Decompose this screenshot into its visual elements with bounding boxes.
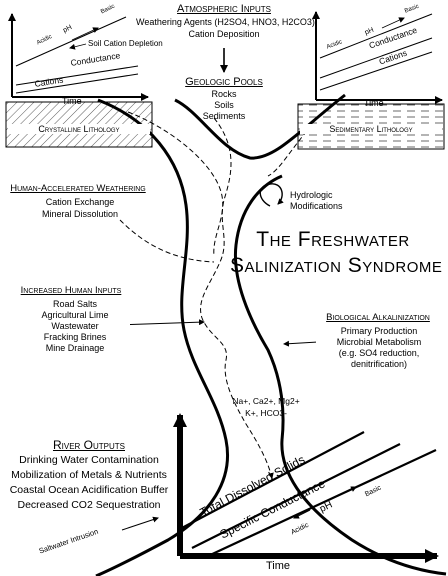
left-chart-soil-depletion: Soil Cation Depletion xyxy=(88,39,163,48)
flow-dashed-main xyxy=(200,117,274,479)
atmospheric-heading: Atmospheric Inputs xyxy=(177,3,271,15)
right-chart-conductance-line xyxy=(319,37,433,79)
river-left-bank xyxy=(95,98,229,576)
bottom-time-label: Time xyxy=(266,560,291,572)
left-chart-time: Time xyxy=(62,96,82,106)
specific-conductance-line xyxy=(191,443,401,549)
left-chart-ph-line xyxy=(15,16,127,67)
sedimentary-label: Sedimentary Lithology xyxy=(300,124,442,135)
tds-line xyxy=(177,431,365,531)
crystalline-label: Crystalline Lithology xyxy=(8,124,150,135)
human-inputs-item-0: Road Salts xyxy=(52,299,98,309)
bio-line2: Microbial Metabolism xyxy=(316,337,442,348)
left-chart-axes xyxy=(8,13,149,101)
human-inputs-item-3: Fracking Brines xyxy=(43,332,107,342)
right-chart-cations-line xyxy=(319,51,433,91)
river-outputs-item-2: Coastal Ocean Acidification Buffer xyxy=(9,484,169,496)
right-chart-time: Time xyxy=(364,98,384,108)
bio-heading: Biological Alkalinization xyxy=(326,312,430,323)
right-chart-ph-line xyxy=(319,13,433,59)
bottom-chart-axes xyxy=(173,413,439,563)
human-inputs-item-1: Agricultural Lime xyxy=(41,310,109,320)
bio-line3: (e.g. SO4 reduction, xyxy=(338,348,420,358)
diagram-title-line1: The Freshwater xyxy=(256,228,410,251)
flow-dashed-left xyxy=(127,111,224,257)
diagram-title-line2: Salinization Syndrome xyxy=(230,254,443,277)
ions-line2: K+, HCO3- xyxy=(245,408,287,418)
bottom-ph-arrow-left xyxy=(293,509,311,519)
hydrologic-line1: Hydrologic xyxy=(290,190,333,200)
atmospheric-cation-deposition: Cation Deposition xyxy=(188,29,260,39)
flow-dashed-weathering xyxy=(119,219,215,263)
human-inputs-heading: Increased Human Inputs xyxy=(20,285,122,296)
river-outputs-item-0: Drinking Water Contamination xyxy=(19,454,159,466)
bio-alkalinization-arrow xyxy=(283,340,319,347)
left-chart-cations-line xyxy=(15,73,139,94)
human-weathering-heading: Human-Accelerated Weathering xyxy=(10,183,146,194)
atmospheric-weathering-agents: Weathering Agents (H2SO4, HNO3, H2CO3) xyxy=(136,17,315,27)
river-outputs-item-1: Mobilization of Metals & Nutrients xyxy=(11,469,167,481)
river-outputs-item-3: Decreased CO2 Sequestration xyxy=(17,499,161,511)
bottom-ph-line xyxy=(207,449,437,557)
river-right-bank xyxy=(174,93,346,160)
bottom-ph-arrow-right xyxy=(337,486,357,497)
hydrologic-line2: Modifications xyxy=(290,201,343,211)
geologic-soils: Soils xyxy=(214,100,234,110)
human-weathering-item-1: Mineral Dissolution xyxy=(41,209,119,219)
river-outputs-heading: River Outputs xyxy=(52,438,125,452)
human-inputs-item-2: Wastewater xyxy=(20,321,130,332)
river-right-bank-lower xyxy=(233,174,447,576)
geologic-sediments: Sediments xyxy=(202,111,246,121)
hydrologic-arrow xyxy=(259,183,284,207)
geologic-heading: Geologic Pools xyxy=(185,76,263,88)
soil-depletion-pointer xyxy=(69,43,87,50)
human-inputs-item-4: Mine Drainage xyxy=(45,343,105,353)
saltwater-arrow xyxy=(121,516,159,531)
ions-line1: Na+, Ca2+, Mg2+ xyxy=(232,396,300,406)
bio-line4: denitrification) xyxy=(350,359,408,369)
human-weathering-item-0: Cation Exchange xyxy=(45,197,115,207)
bio-line1: Primary Production xyxy=(340,326,418,336)
right-chart-ph-arrow xyxy=(381,17,405,29)
left-chart-ph-arrow xyxy=(71,27,99,41)
geologic-rocks: Rocks xyxy=(211,89,237,99)
left-chart-conductance-line xyxy=(15,65,139,86)
